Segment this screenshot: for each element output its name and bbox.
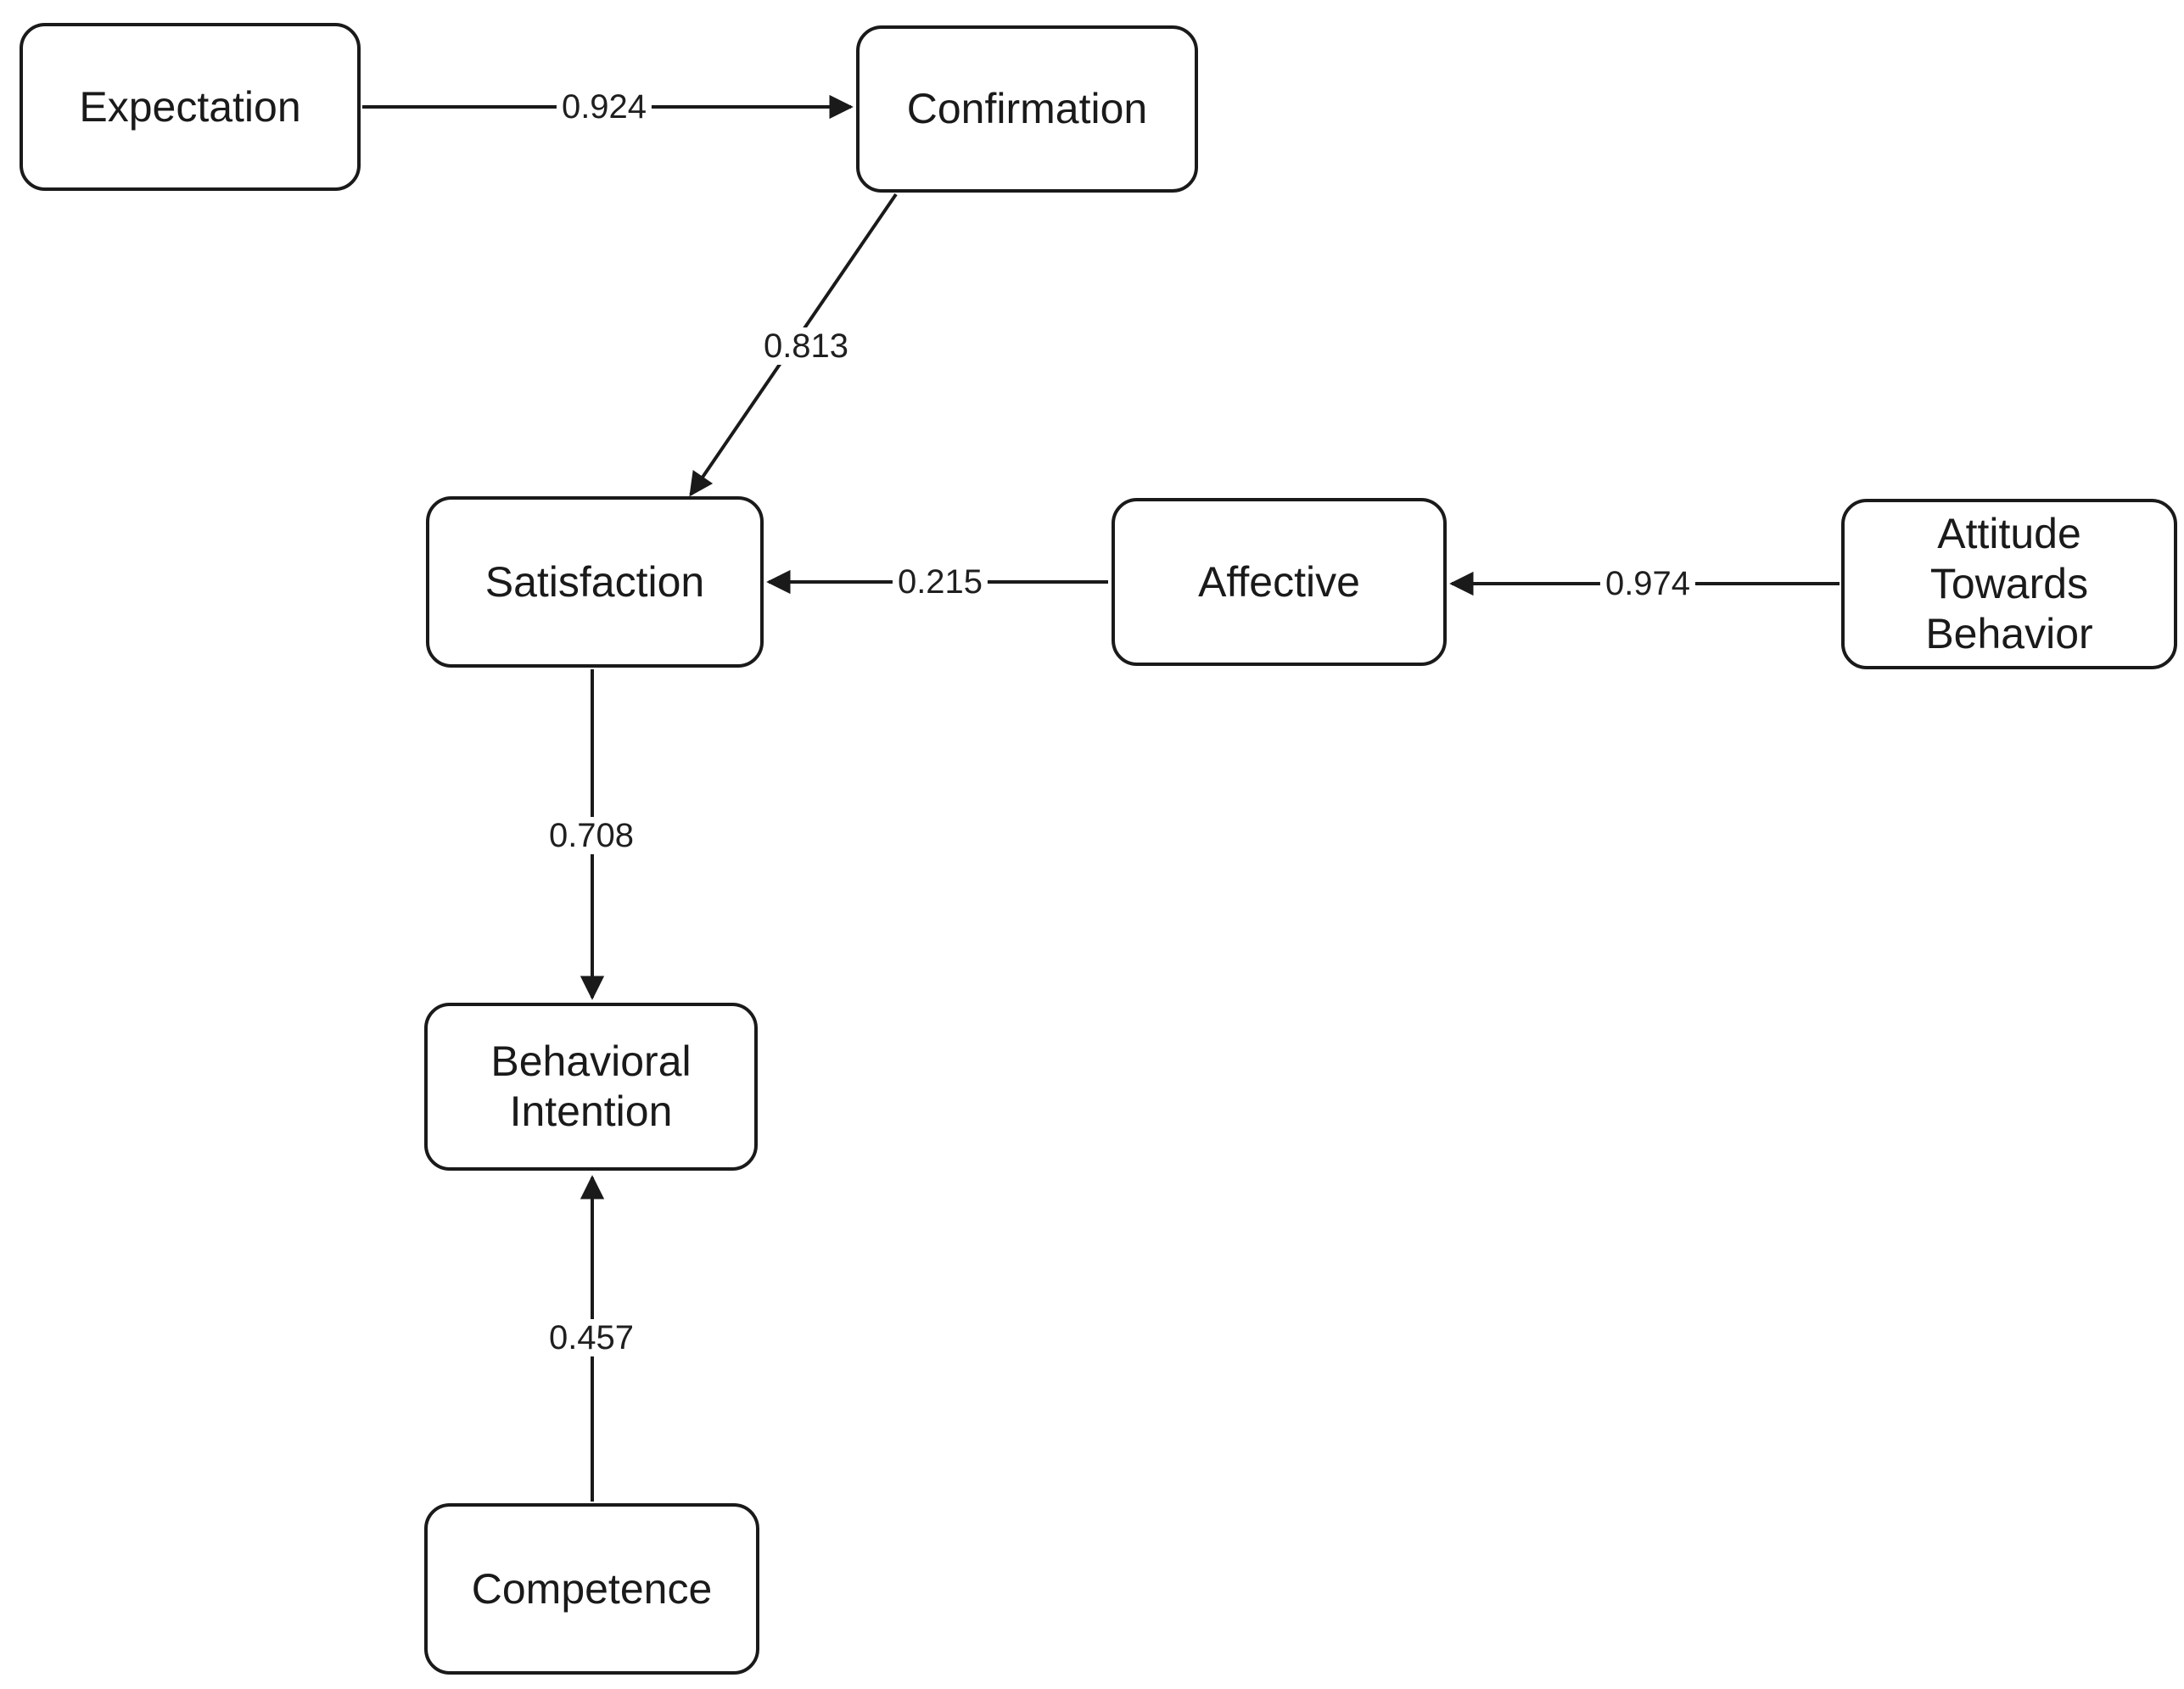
- node-attitude-towards-behavior: Attitude Towards Behavior: [1841, 499, 2177, 669]
- node-expectation: Expectation: [20, 23, 361, 191]
- edge-label-satisfaction-behavioral-intention: 0.708: [543, 817, 640, 854]
- node-competence-label: Competence: [471, 1564, 713, 1613]
- node-confirmation-label: Confirmation: [906, 85, 1148, 132]
- node-affective-label: Affective: [1198, 557, 1360, 606]
- node-affective: Affective: [1112, 498, 1447, 666]
- node-attitude-towards-behavior-label: Attitude Towards Behavior: [1925, 510, 2093, 657]
- node-expectation-label: Expectation: [79, 82, 301, 131]
- node-satisfaction: Satisfaction: [426, 496, 764, 668]
- edge-label-expectation-confirmation: 0.924: [556, 88, 652, 126]
- node-competence: Competence: [424, 1503, 759, 1675]
- edge-label-attitude-affective: 0.974: [1599, 565, 1696, 602]
- edge-label-competence-behavioral-intention: 0.457: [543, 1319, 640, 1356]
- node-behavioral-intention-label: Behavioral Intention: [490, 1037, 692, 1135]
- edge-label-confirmation-satisfaction: 0.813: [758, 327, 854, 365]
- edge-label-affective-satisfaction: 0.215: [892, 563, 988, 601]
- node-behavioral-intention: Behavioral Intention: [424, 1003, 758, 1171]
- node-satisfaction-label: Satisfaction: [484, 557, 705, 606]
- node-confirmation: Confirmation: [856, 25, 1198, 193]
